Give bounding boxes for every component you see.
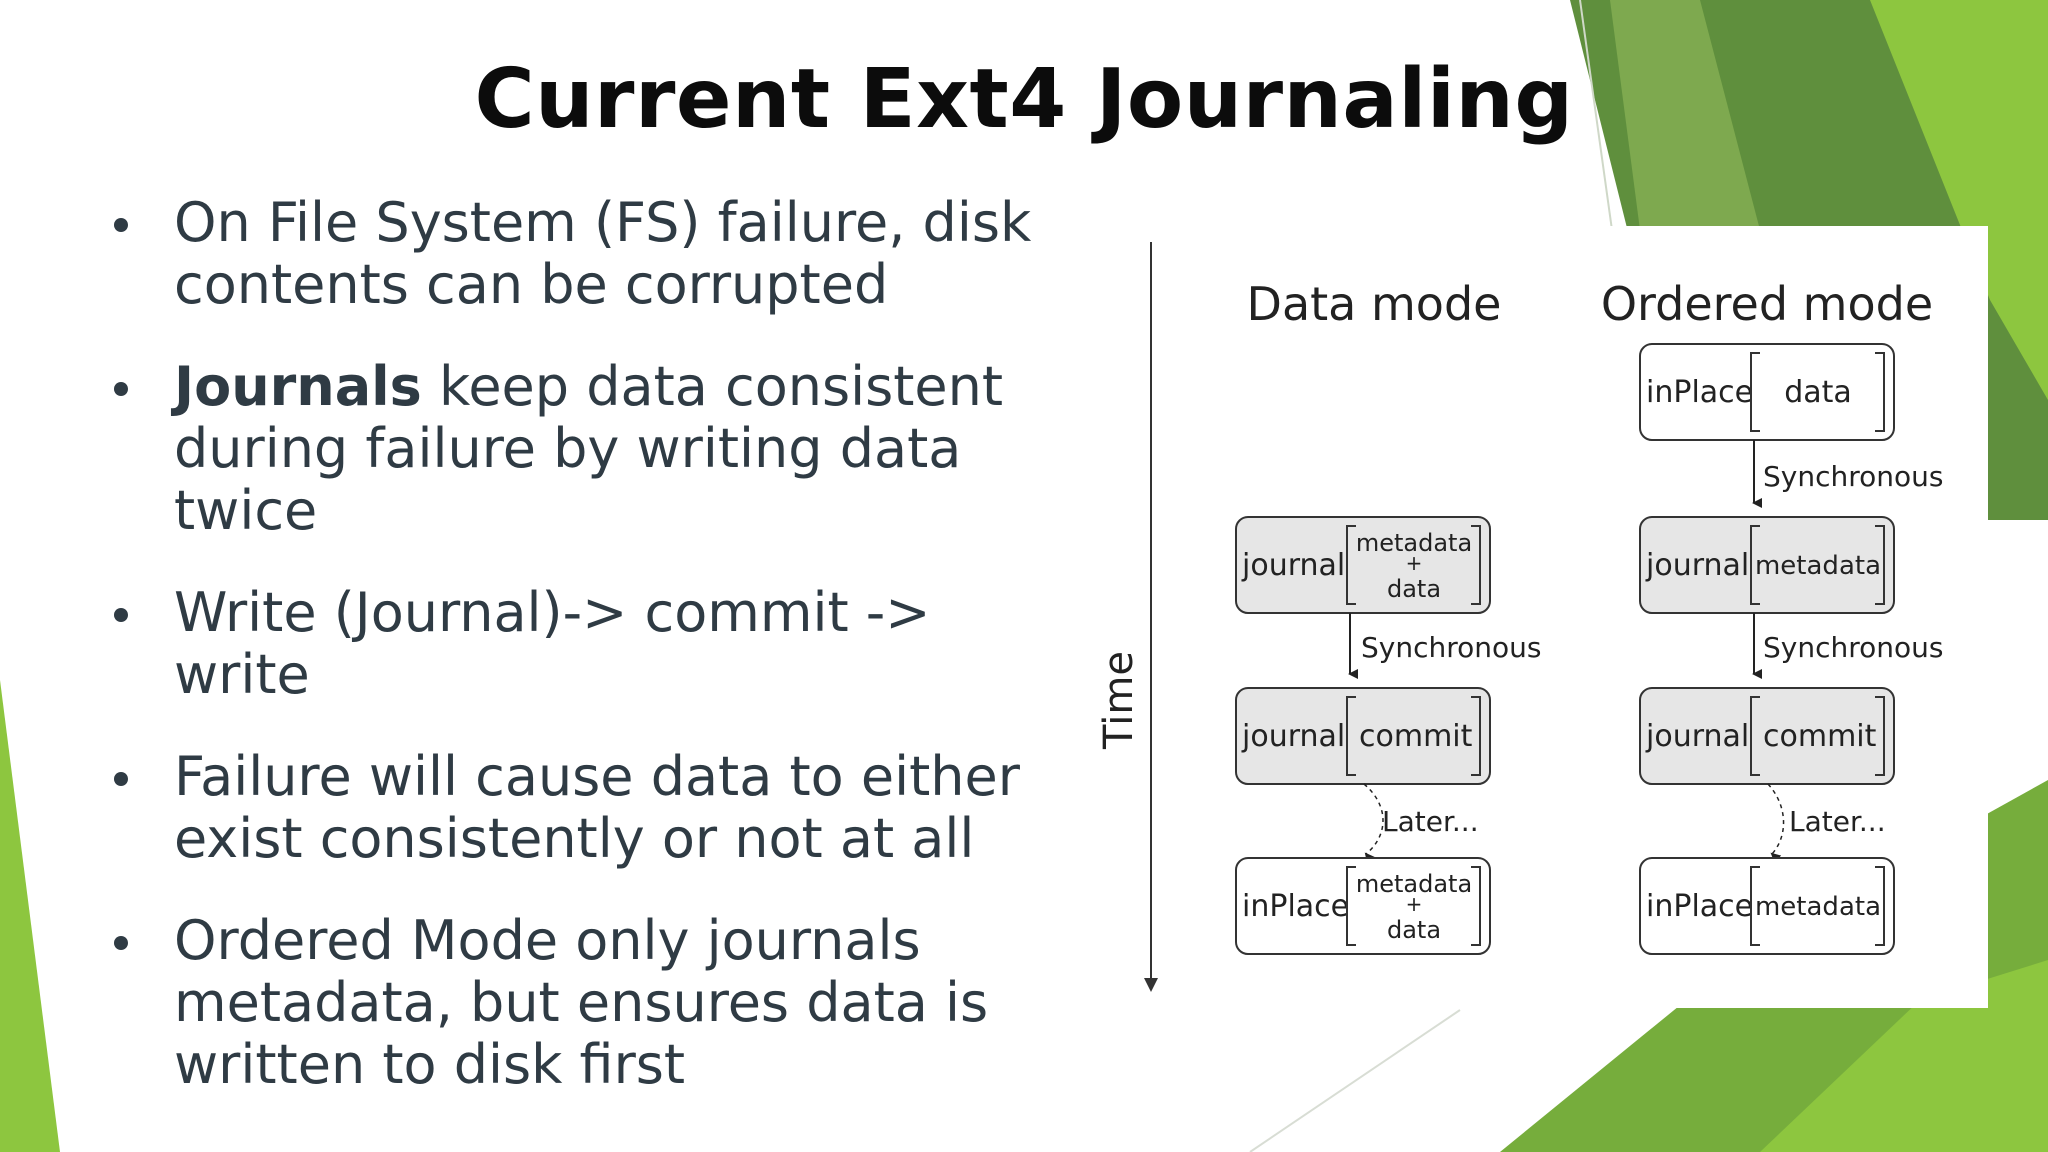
box-right-mid-label: + xyxy=(1406,551,1423,575)
box-left-label: journal xyxy=(1645,548,1749,583)
ordered-mode-sync-label-2: Synchronous xyxy=(1763,631,1943,664)
bullet-text: On File System (FS) failure, disk conten… xyxy=(174,191,1032,316)
box-right-label: commit xyxy=(1763,719,1877,754)
bullet-dot xyxy=(114,936,128,950)
bg-green-bottom-right-light xyxy=(1760,960,2048,1152)
box-right-label: commit xyxy=(1359,719,1473,754)
bullet-dot xyxy=(114,218,128,232)
data-mode-journal-commit-box: journal commit xyxy=(1235,687,1491,785)
box-right-mid-label: + xyxy=(1406,892,1423,916)
box-left-label: journal xyxy=(1241,719,1345,754)
ordered-mode-heading: Ordered mode xyxy=(1601,277,1933,331)
box-left-label: journal xyxy=(1241,548,1345,583)
box-left-label: inPlace xyxy=(1646,889,1753,924)
bullet-bold-text: Journals xyxy=(174,355,422,418)
ordered-mode-inplace-metadata-box: inPlace metadata xyxy=(1639,857,1895,955)
journaling-diagram: Time Data mode Ordered mode journal meta… xyxy=(1096,242,1943,992)
bullet-item: Journals keep data consistent during fai… xyxy=(108,356,1068,542)
bullet-text: Write (Journal)-> commit -> write xyxy=(174,581,931,706)
box-right-top-label: metadata xyxy=(1356,870,1472,898)
bullet-item: Write (Journal)-> commit -> write xyxy=(108,582,1068,706)
ordered-mode-later-label: Later... xyxy=(1789,805,1886,838)
bullet-dot xyxy=(114,608,128,622)
bg-green-left xyxy=(0,680,60,1152)
data-mode-journal-metadata-data-box: journal metadata + data xyxy=(1235,516,1491,614)
slide-title: Current Ext4 Journaling xyxy=(474,52,1574,147)
bg-thin-line xyxy=(1579,0,1613,231)
bullet-list: On File System (FS) failure, disk conten… xyxy=(108,192,1068,1136)
bullet-text: Ordered Mode only journals metadata, but… xyxy=(174,909,989,1096)
data-mode-later-label: Later... xyxy=(1382,805,1479,838)
ordered-mode-journal-metadata-box: journal metadata xyxy=(1639,516,1895,614)
box-right-label: data xyxy=(1784,375,1852,410)
data-mode-inplace-metadata-data-box: inPlace metadata + data xyxy=(1235,857,1491,955)
time-axis-arrowhead xyxy=(1144,978,1158,992)
box-right-top-label: metadata xyxy=(1356,529,1472,557)
ordered-mode-later-arrow xyxy=(1767,783,1785,864)
box-right-label: metadata xyxy=(1755,551,1881,581)
bullet-item: On File System (FS) failure, disk conten… xyxy=(108,192,1068,316)
bullet-text: keep data consistent during failure by w… xyxy=(174,355,1004,542)
box-right-label: metadata xyxy=(1755,892,1881,922)
bullet-dot xyxy=(114,772,128,786)
data-mode-later-arrow xyxy=(1363,783,1384,864)
time-label: Time xyxy=(1096,651,1142,750)
ordered-mode-sync-label-1: Synchronous xyxy=(1763,460,1943,493)
bullet-item: Failure will cause data to either exist … xyxy=(108,746,1068,870)
data-mode-sync-label: Synchronous xyxy=(1361,631,1541,664)
box-right-bottom-label: data xyxy=(1387,575,1441,603)
ordered-mode-journal-commit-box: journal commit xyxy=(1639,687,1895,785)
box-left-label: inPlace xyxy=(1242,889,1349,924)
ordered-mode-inplace-data-box: inPlace data xyxy=(1639,343,1895,441)
box-left-label: inPlace xyxy=(1646,375,1753,410)
bg-green-top-right-light xyxy=(1870,0,2048,400)
bullet-text: Failure will cause data to either exist … xyxy=(174,745,1020,870)
journaling-diagram-card: Time Data mode Ordered mode journal meta… xyxy=(1066,226,1988,1008)
bullet-dot xyxy=(114,382,128,396)
box-left-label: journal xyxy=(1645,719,1749,754)
bullet-item: Ordered Mode only journals metadata, but… xyxy=(108,910,1068,1096)
box-right-bottom-label: data xyxy=(1387,916,1441,944)
bg-green-right-mid xyxy=(1610,0,1760,230)
data-mode-heading: Data mode xyxy=(1247,277,1502,331)
bg-thin-line-bottom xyxy=(1249,1009,1461,1152)
